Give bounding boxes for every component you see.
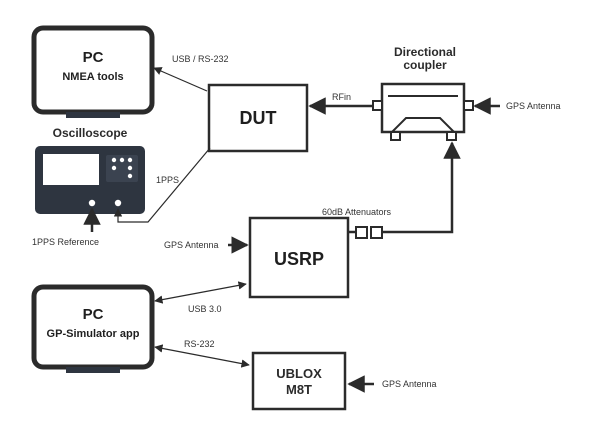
dut-block: DUT xyxy=(207,83,309,153)
oscilloscope-knob xyxy=(111,165,117,171)
usrp-title: USRP xyxy=(274,249,324,269)
label-rfin: RFin xyxy=(332,92,351,102)
coupler-port-bottom-right xyxy=(446,131,457,141)
oscilloscope: Oscilloscope xyxy=(35,126,145,214)
usrp-box xyxy=(248,216,350,299)
pc-top-subtitle: NMEA tools xyxy=(62,71,123,83)
dut-box xyxy=(207,83,309,153)
attenuator-2 xyxy=(370,226,383,239)
directional-coupler: Directional coupler xyxy=(372,45,474,141)
label-1pps-reference: 1PPS Reference xyxy=(32,237,99,247)
link-dut-1pps-scope xyxy=(113,147,211,223)
oscilloscope-input-ch1 xyxy=(88,199,96,207)
oscilloscope-knob xyxy=(127,157,133,163)
ublox-block: UBLOX M8T xyxy=(251,351,347,411)
usrp-block: USRP xyxy=(248,216,350,299)
pc-bottom-title: PC xyxy=(83,306,104,323)
label-gps-antenna-usrp: GPS Antenna xyxy=(164,240,219,250)
label-60db-attenuators: 60dB Attenuators xyxy=(322,207,392,217)
link-attenuator-coupler xyxy=(382,141,461,234)
ublox-title-line2: M8T xyxy=(286,382,312,397)
coupler-coupled-line xyxy=(391,117,455,133)
coupler-port-left xyxy=(372,100,383,111)
oscilloscope-knob xyxy=(127,173,133,179)
link-pc-ublox xyxy=(154,344,250,368)
oscilloscope-knob xyxy=(127,165,133,171)
coupler-port-bottom-left xyxy=(390,131,401,141)
label-rs232: RS-232 xyxy=(184,339,215,349)
oscilloscope-knob xyxy=(119,157,125,163)
coupler-title-line1: Directional xyxy=(394,45,456,59)
pc-gp-simulator: PC GP-Simulator app xyxy=(31,284,155,373)
link-dut-pc-top xyxy=(153,67,208,92)
coupler-body xyxy=(380,82,466,134)
pc-bottom-subtitle: GP-Simulator app xyxy=(47,328,140,340)
label-usb30: USB 3.0 xyxy=(188,304,222,314)
pc-nmea-tools: PC NMEA tools xyxy=(31,25,155,118)
pc-top-stand xyxy=(66,112,120,118)
oscilloscope-title: Oscilloscope xyxy=(53,126,128,140)
oscilloscope-knob xyxy=(111,157,117,163)
pc-top-title: PC xyxy=(83,49,104,66)
attenuator-1 xyxy=(355,226,368,239)
oscilloscope-screen xyxy=(43,154,99,185)
label-gps-antenna-ublox: GPS Antenna xyxy=(382,379,437,389)
label-usb-rs232: USB / RS-232 xyxy=(172,54,229,64)
label-1pps: 1PPS xyxy=(156,175,179,185)
coupler-title-line2: coupler xyxy=(403,58,447,72)
ublox-title-line1: UBLOX xyxy=(276,366,322,381)
oscilloscope-input-ch2 xyxy=(114,199,122,207)
attenuators xyxy=(355,226,383,239)
link-pc-usrp xyxy=(154,281,247,304)
pc-top-monitor xyxy=(31,25,155,115)
label-gps-antenna-coupler: GPS Antenna xyxy=(506,101,561,111)
dut-title: DUT xyxy=(240,108,277,128)
pc-bottom-monitor xyxy=(31,284,155,370)
pc-bottom-stand xyxy=(66,367,120,373)
ublox-box xyxy=(251,351,347,411)
coupler-port-right xyxy=(463,100,474,111)
